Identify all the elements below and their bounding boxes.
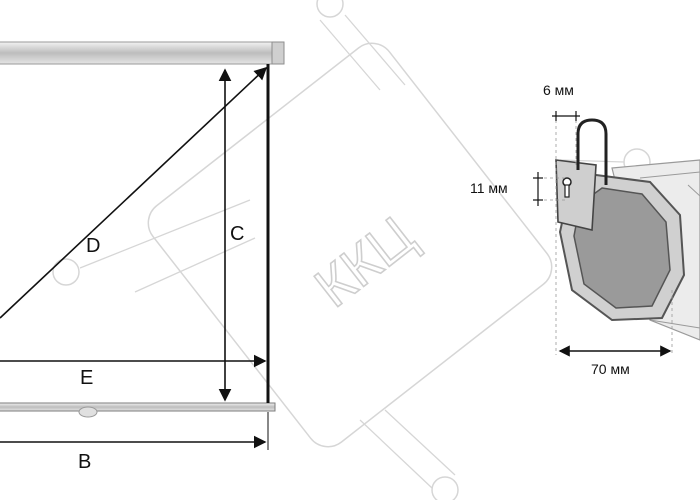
mount-hook [576,118,608,185]
label-c: C [230,223,244,245]
screen-schematic: D C E B [0,41,285,473]
label-b: B [78,451,91,473]
width-dim-label: 6 мм [543,82,574,98]
bottom-bar [0,402,276,412]
mount-detail: 6 мм 11 мм 70 мм [470,82,700,377]
depth-dim-label: 70 мм [591,361,630,377]
label-e: E [80,367,93,389]
label-d: D [86,235,100,257]
height-dim-label: 11 мм [470,180,508,196]
watermark: ККЦ [52,0,651,500]
diagonal-line [0,66,268,319]
top-housing [0,41,285,65]
watermark-text: ККЦ [303,204,426,319]
